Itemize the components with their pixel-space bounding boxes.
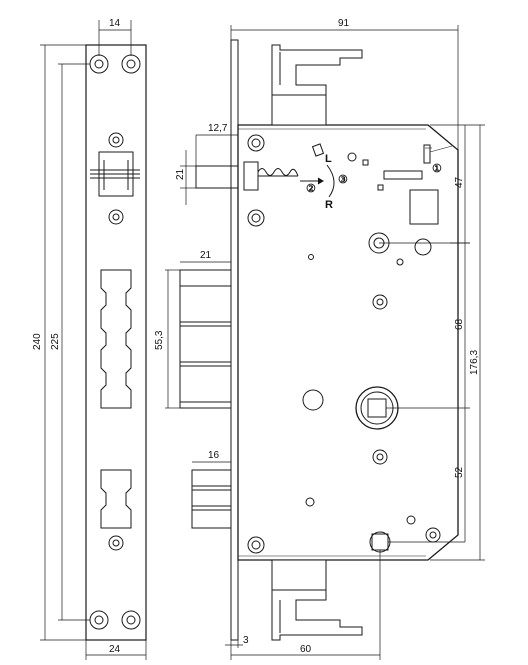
dim-55-3-label: 55,3 <box>154 330 165 350</box>
dim-60-label: 60 <box>300 644 312 655</box>
lock-body: L R ② ③ ① <box>179 39 459 641</box>
faceplate-dimensions <box>40 20 147 660</box>
faceplate-screw-upper <box>108 132 124 148</box>
step-2-label: ② <box>306 183 316 195</box>
latch-bolt <box>195 161 299 191</box>
dim-24-label: 24 <box>109 644 121 655</box>
deadbolt <box>179 269 232 409</box>
direction-R-label: R <box>325 199 333 211</box>
dim-16-label: 16 <box>208 450 220 461</box>
dim-3-label: 3 <box>243 635 249 646</box>
dim-12-7-label: 12,7 <box>208 123 228 134</box>
dim-21-latch-label: 21 <box>175 168 186 180</box>
faceplate-screw-bottom-right <box>121 610 141 630</box>
dim-176-3-label: 176,3 <box>469 350 480 375</box>
dim-47-label: 47 <box>454 176 465 188</box>
faceplate-outline <box>85 44 147 641</box>
faceplate-latch-opening <box>90 151 140 197</box>
body-screw-top-left <box>247 134 265 152</box>
body-screw-upper-left <box>247 209 265 227</box>
step-1-label: ① <box>432 163 442 175</box>
body-front-strip <box>230 39 239 641</box>
top-rod-connector <box>271 44 363 126</box>
faceplate <box>85 44 147 641</box>
faceplate-lower-opening <box>100 469 132 529</box>
body-screw-lower <box>372 449 388 465</box>
body-dimensions <box>165 25 485 660</box>
auxiliary-bolt <box>191 469 232 529</box>
body-case <box>237 124 459 561</box>
direction-L-label: L <box>325 153 332 165</box>
body-hole-2 <box>305 497 315 507</box>
latch-mechanism <box>300 143 453 225</box>
dim-68-label: 68 <box>454 318 465 330</box>
body-hole-3 <box>406 515 416 525</box>
faceplate-deadbolt-opening <box>100 269 132 409</box>
faceplate-screw-lower <box>108 535 124 551</box>
faceplate-screw-mid <box>108 209 124 225</box>
body-hole-1 <box>308 254 314 260</box>
body-screw-bottom-left <box>247 536 265 554</box>
dim-91-label: 91 <box>338 18 350 29</box>
dim-240-label: 240 <box>32 333 43 350</box>
dim-225-label: 225 <box>50 333 61 350</box>
bottom-rod-connector <box>271 559 363 641</box>
dim-21-deadbolt-label: 21 <box>200 250 212 261</box>
body-screw-mid <box>372 294 388 310</box>
step-3-label: ③ <box>338 174 348 186</box>
dim-52-label: 52 <box>454 466 465 478</box>
dim-14-label: 14 <box>109 18 121 29</box>
